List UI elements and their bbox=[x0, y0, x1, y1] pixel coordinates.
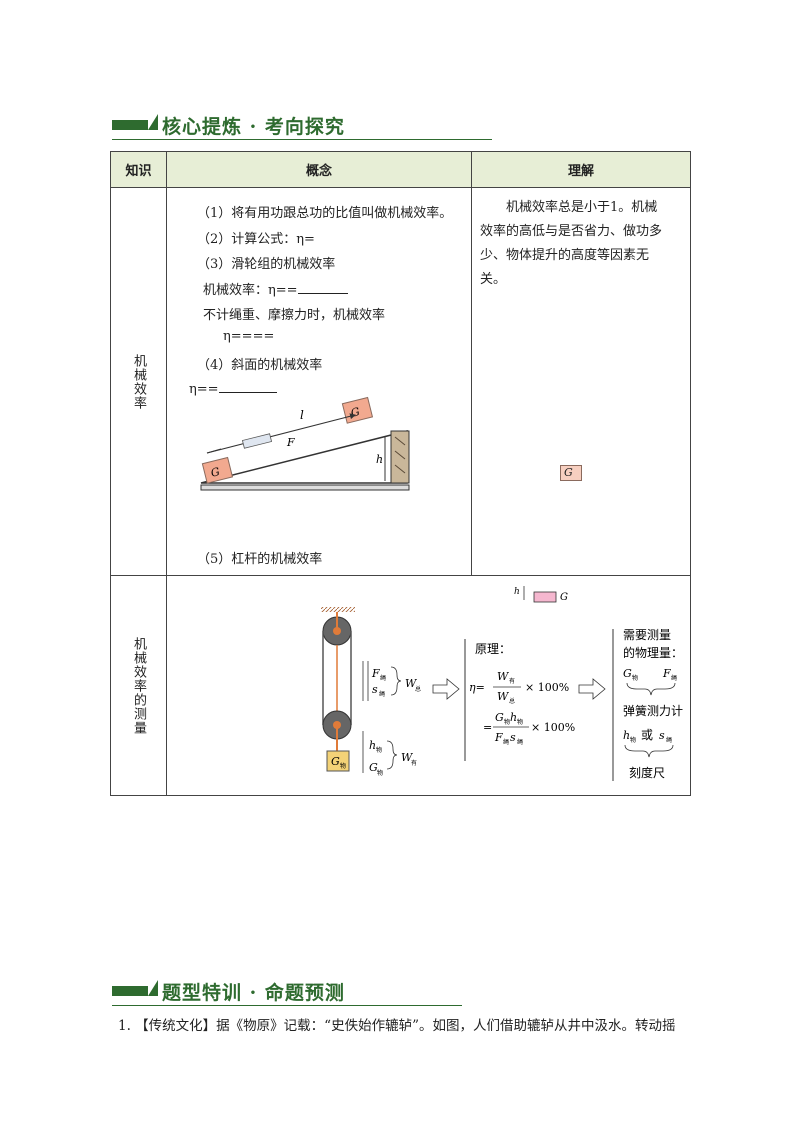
header-triangle-decoration bbox=[148, 980, 158, 996]
small-g-box: G bbox=[560, 465, 582, 481]
measurement-diagram: G 物 F 绳 s 绳 W 总 h 物 G 物 W 有 bbox=[321, 607, 683, 781]
frac1-den: W bbox=[497, 690, 510, 703]
block-g-label: G bbox=[331, 755, 340, 768]
frac1-num: W bbox=[497, 670, 510, 683]
knowledge-table: 知识 概念 理解 机械效率 （1）将有用功跟总功的比值叫做机械效率。 （2）计算… bbox=[110, 151, 691, 796]
concept-cell: （1）将有用功跟总功的比值叫做机械效率。 （2）计算公式：η= （3）滑轮组的机… bbox=[166, 187, 472, 576]
s-rope-label: s bbox=[372, 683, 378, 696]
eta-label: η= bbox=[469, 681, 485, 694]
pulley-eta-text: 机械效率：η== bbox=[203, 283, 298, 298]
w-useful-sub: 有 bbox=[411, 759, 417, 767]
g-obj-label: G bbox=[369, 761, 378, 774]
concept-line-1: （1）将有用功跟总功的比值叫做机械效率。 bbox=[197, 206, 453, 221]
frac2-num-hsub: 物 bbox=[517, 718, 523, 726]
weight-block bbox=[326, 750, 350, 772]
need-g: G bbox=[623, 667, 632, 680]
s-rope-sub: 绳 bbox=[379, 690, 385, 698]
pct-2: × 100% bbox=[531, 721, 575, 734]
ceiling-mount bbox=[321, 607, 355, 612]
header-triangle-decoration bbox=[148, 114, 158, 130]
concept-line-4: 机械效率：η== bbox=[203, 279, 348, 298]
frac2-den-fsub: 绳 bbox=[503, 738, 509, 746]
label-f: F bbox=[286, 436, 295, 449]
label-g-bottom: G bbox=[209, 465, 221, 480]
need-s-sub: 绳 bbox=[666, 736, 672, 744]
frac2-num-h: h bbox=[510, 711, 517, 724]
eq-sign: = bbox=[483, 721, 492, 734]
measurement-cell: G 物 F 绳 s 绳 W 总 h 物 G 物 W 有 bbox=[166, 575, 691, 796]
h-obj-label: h bbox=[369, 739, 376, 752]
section-title: 核心提炼 · 考向探究 bbox=[162, 116, 345, 138]
block-g-sub: 物 bbox=[340, 762, 346, 770]
row-label-efficiency: 机械效率 bbox=[131, 353, 146, 410]
frac2-den-ssub: 绳 bbox=[517, 738, 523, 746]
row-label-cell: 机械效率的测量 bbox=[110, 575, 167, 796]
section-header-core: 核心提炼 · 考向探究 bbox=[112, 110, 492, 140]
header-underline bbox=[112, 139, 492, 140]
frac2-num-g: G bbox=[495, 711, 504, 724]
principle-title: 原理： bbox=[475, 642, 511, 656]
label-g-top: G bbox=[349, 405, 361, 420]
answer-blank bbox=[218, 380, 277, 393]
frac2-den-s: s bbox=[510, 731, 516, 744]
f-rope-sub: 绳 bbox=[380, 674, 386, 682]
need-f: F bbox=[662, 667, 671, 680]
arrow-icon bbox=[432, 678, 460, 700]
need-g-sub: 物 bbox=[632, 674, 638, 682]
header-knowledge: 知识 bbox=[110, 151, 167, 188]
need-title-1: 需要测量 bbox=[623, 628, 671, 642]
f-rope-label: F bbox=[371, 667, 380, 680]
h-obj-sub: 物 bbox=[376, 746, 382, 754]
need-s: s bbox=[659, 729, 665, 742]
g-obj-sub: 物 bbox=[377, 769, 383, 777]
header-bar-decoration bbox=[112, 986, 148, 996]
header-understanding: 理解 bbox=[471, 151, 691, 188]
need-f-sub: 绳 bbox=[671, 674, 677, 682]
incline-diagram: G G l F h bbox=[200, 396, 410, 491]
header-underline bbox=[112, 1005, 462, 1006]
question-1-text: 1. 【传统文化】据《物原》记载：“史佚始作辘轳”。如图，人们借助辘轳从井中汲水… bbox=[118, 1018, 676, 1034]
or-text: 或 bbox=[641, 728, 653, 742]
understanding-text: 机械效率总是小于1。机械效率的高低与是否省力、做功多少、物体提升的高度等因素无关… bbox=[480, 200, 663, 287]
row-label-measurement: 机械效率的测量 bbox=[131, 636, 146, 735]
concept-line-9: （5）杠杆的机械效率 bbox=[197, 552, 323, 567]
section-title: 题型特训 · 命题预测 bbox=[162, 982, 345, 1004]
ruler-text: 刻度尺 bbox=[629, 765, 665, 780]
header-concept: 概念 bbox=[166, 151, 472, 188]
w-total-sub: 总 bbox=[415, 685, 421, 693]
arrow-icon bbox=[578, 678, 606, 700]
header-bar-decoration bbox=[112, 120, 148, 130]
need-h: h bbox=[623, 729, 630, 742]
spring-scale bbox=[241, 433, 273, 449]
block-bottom bbox=[201, 456, 234, 484]
section-header-practice: 题型特训 · 命题预测 bbox=[112, 976, 462, 1006]
w-useful-label: W bbox=[401, 751, 414, 764]
need-title-2: 的物理量： bbox=[623, 645, 683, 660]
incline-eta-text: η== bbox=[189, 382, 219, 397]
support-post bbox=[390, 430, 410, 484]
label-l: l bbox=[300, 408, 304, 422]
concept-line-5: 不计绳重、摩擦力时，机械效率 bbox=[203, 308, 386, 323]
frac2-den-f: F bbox=[494, 731, 503, 744]
frac1-den-sub: 总 bbox=[509, 697, 515, 705]
row-label-cell: 机械效率 bbox=[110, 187, 167, 576]
answer-blank bbox=[297, 281, 348, 294]
concept-line-2: （2）计算公式：η= bbox=[197, 232, 315, 247]
concept-line-7: （4）斜面的机械效率 bbox=[197, 358, 323, 373]
understanding-cell: 机械效率总是小于1。机械效率的高低与是否省力、做功多少、物体提升的高度等因素无关… bbox=[471, 187, 691, 603]
w-total-label: W bbox=[405, 677, 418, 690]
concept-line-3: （3）滑轮组的机械效率 bbox=[197, 257, 336, 272]
frac2-num-gsub: 物 bbox=[504, 718, 510, 726]
need-h-sub: 物 bbox=[630, 736, 636, 744]
concept-line-6: η==== bbox=[223, 329, 275, 344]
concept-line-8: η== bbox=[189, 380, 277, 397]
frac1-num-sub: 有 bbox=[509, 677, 515, 685]
label-h: h bbox=[376, 453, 383, 466]
pct-1: × 100% bbox=[525, 681, 569, 694]
spring-scale-text: 弹簧测力计 bbox=[623, 703, 683, 718]
